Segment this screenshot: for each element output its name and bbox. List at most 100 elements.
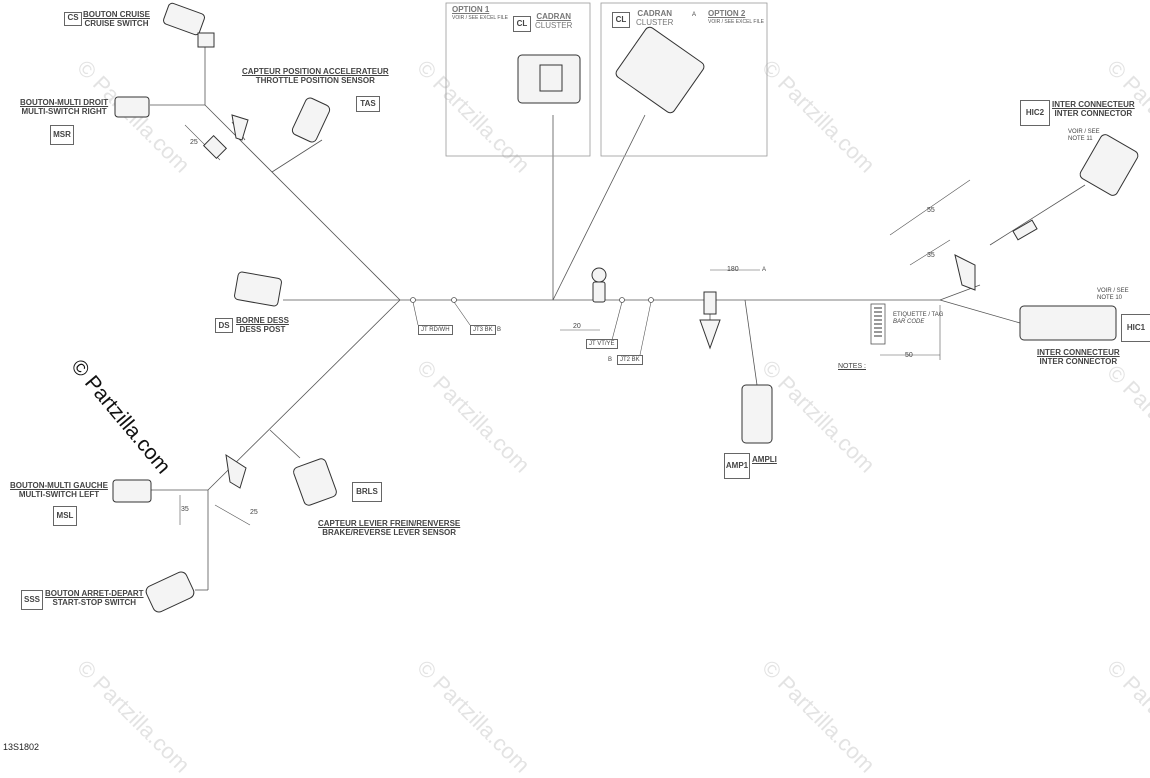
msl-code: MSL xyxy=(53,506,77,526)
voir-note-10-line2: NOTE 10 xyxy=(1097,295,1123,301)
hic1-connector-drawing xyxy=(1019,305,1117,341)
splice-label-jt3-bk: JT3 BK xyxy=(470,325,496,335)
brls-label-en: BRAKE/REVERSE LEVER SENSOR xyxy=(322,528,457,537)
hic2-fuse-drawing xyxy=(954,254,976,291)
ds-label-fr: BORNE DESS xyxy=(236,316,289,325)
branch-option2 xyxy=(552,114,646,301)
msl-label: BOUTON-MULTI GAUCHE MULTI-SWITCH LEFT xyxy=(10,481,108,499)
ds-connector-drawing xyxy=(234,271,282,307)
msr-label-en: MULTI-SWITCH RIGHT xyxy=(21,107,107,116)
ds-label-en: DESS POST xyxy=(239,325,286,334)
dim-hic2-long: 55 xyxy=(927,207,935,214)
brls-label: CAPTEUR LEVIER FREIN/RENVERSE BRAKE/REVE… xyxy=(318,519,460,537)
splice-dot xyxy=(648,297,654,303)
hic1-label-en: INTER CONNECTOR xyxy=(1039,357,1118,366)
amp1-connector-drawing xyxy=(741,384,773,444)
branch-tas xyxy=(271,139,323,173)
ds-label: BORNE DESS DESS POST xyxy=(236,316,289,334)
dim-tag-offset: 50 xyxy=(905,352,913,359)
msr-plug-drawing xyxy=(202,134,228,160)
option2-title: OPTION 2 xyxy=(708,9,746,18)
splice-label-jt-vtye: JT VT/YE xyxy=(586,339,618,349)
brls-code: BRLS xyxy=(352,482,382,502)
hic2-connector-drawing xyxy=(1079,134,1139,196)
msl-label-fr: BOUTON-MULTI GAUCHE xyxy=(10,481,108,490)
hic2-inline-drawing xyxy=(1012,219,1038,241)
msr-connector-drawing xyxy=(114,96,150,118)
option2-frame xyxy=(600,2,768,157)
msr-label: BOUTON-MULTI DROIT MULTI-SWITCH RIGHT xyxy=(20,98,108,116)
msl-label-en: MULTI-SWITCH LEFT xyxy=(18,490,100,499)
hic2-label: INTER CONNECTEUR INTER CONNECTOR xyxy=(1052,100,1135,118)
branch-hic2 xyxy=(989,184,1086,246)
option2-label-en: CLUSTER xyxy=(636,18,674,27)
tas-label: CAPTEUR POSITION ACCELERATEUR THROTTLE P… xyxy=(242,67,389,85)
msr-label-fr: BOUTON-MULTI DROIT xyxy=(20,98,109,107)
splice-flag-jt2: B xyxy=(608,357,613,363)
cs-connector-drawing xyxy=(163,2,205,36)
sss-connector-drawing xyxy=(145,571,195,613)
splice-label-jt2-bk: JT2 BK xyxy=(617,355,643,365)
splice-dot xyxy=(410,297,416,303)
part-number: 13S1802 xyxy=(3,742,40,752)
dim-amp-offset: 180 xyxy=(727,266,739,273)
splice-leader xyxy=(611,301,623,341)
branch-brls xyxy=(269,429,301,459)
option2-label: CADRAN CLUSTER xyxy=(636,9,673,27)
option1-label-en: CLUSTER xyxy=(535,21,573,30)
option2-header: OPTION 2 VOIR / SEE EXCEL FILE xyxy=(708,9,764,27)
clip-drawing xyxy=(591,267,607,283)
voir-note-11-line1: VOIR / SEE xyxy=(1068,129,1100,135)
splice-leader xyxy=(412,301,419,326)
tag-label: ETIQUETTE / TAG BAR CODE xyxy=(893,312,943,326)
hic1-label: INTER CONNECTEUR INTER CONNECTOR xyxy=(1037,348,1120,366)
voir-note-10: VOIR / SEE NOTE 10 xyxy=(1097,288,1129,302)
hic2-code: HIC2 xyxy=(1020,100,1050,126)
cs-plug-drawing xyxy=(197,32,215,48)
dim-hic2-short: 35 xyxy=(927,252,935,259)
cs-code: CS xyxy=(64,12,82,26)
harness-drawing xyxy=(112,2,1139,613)
msl-connector-drawing xyxy=(112,479,152,503)
cs-label: BOUTON CRUISE CRUISE SWITCH xyxy=(83,10,150,28)
cs-label-fr: BOUTON CRUISE xyxy=(83,10,150,19)
wiring-diagram: © Partzilla.com © Partzilla.com © Partzi… xyxy=(3,2,1150,778)
sss-label-fr: BOUTON ARRET-DEPART xyxy=(45,589,144,598)
splice-leader xyxy=(453,301,471,326)
amp-fuse-tip-drawing xyxy=(699,319,721,350)
amp1-label: AMPLI xyxy=(752,455,777,464)
msr-fuse-drawing xyxy=(231,114,249,141)
sss-code: SSS xyxy=(21,590,43,610)
msr-code: MSR xyxy=(50,125,74,145)
brls-connector-drawing xyxy=(293,458,337,506)
dim-msr-branch: 25 xyxy=(190,139,198,146)
option2-connector-drawing xyxy=(615,26,705,114)
branch-hic1 xyxy=(939,299,1021,324)
dim-msl-b: 25 xyxy=(250,509,258,516)
option1-title: OPTION 1 xyxy=(452,5,490,14)
tas-label-en: THROTTLE POSITION SENSOR xyxy=(255,76,375,85)
ds-code: DS xyxy=(215,318,233,333)
hic2-label-en: INTER CONNECTOR xyxy=(1054,109,1133,118)
splice-dot xyxy=(451,297,457,303)
option1-label-fr: CADRAN xyxy=(536,12,571,21)
msl-fuse-drawing xyxy=(225,453,247,489)
clip-body-drawing xyxy=(592,281,606,303)
tag-line2: BAR CODE xyxy=(893,319,925,325)
amp1-label-fr: AMPLI xyxy=(752,455,777,464)
tas-label-fr: CAPTEUR POSITION ACCELERATEUR xyxy=(242,67,389,76)
option2-flag: A xyxy=(692,12,697,18)
option1-header: OPTION 1 VOIR / SEE EXCEL FILE xyxy=(452,5,508,23)
option1-code: CL xyxy=(513,16,531,32)
cs-label-en: CRUISE SWITCH xyxy=(84,19,149,28)
hic2-label-fr: INTER CONNECTEUR xyxy=(1052,100,1135,109)
splice-flag-jt3: B xyxy=(497,327,502,333)
amp1-code: AMP1 xyxy=(724,453,750,479)
option2-note: VOIR / SEE EXCEL FILE xyxy=(708,19,764,25)
sss-label-en: START-STOP SWITCH xyxy=(52,598,137,607)
dim-line-msl-b xyxy=(214,504,251,526)
splice-leader xyxy=(639,301,652,356)
tas-code: TAS xyxy=(356,96,380,112)
splice-label-jt-rdwh: JT RD/WH xyxy=(418,325,453,335)
dim-amp-flag: A xyxy=(762,267,767,273)
